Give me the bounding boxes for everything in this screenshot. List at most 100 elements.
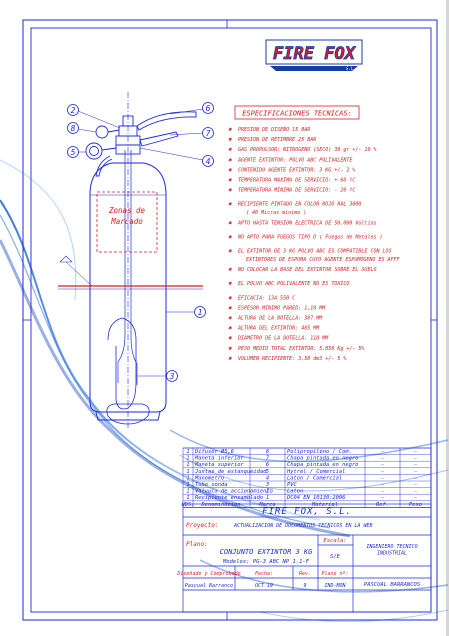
- svg-text:8: 8: [71, 124, 76, 133]
- spec-bullet-icon: ✱: [228, 345, 233, 352]
- firefox-logo: FIRE FOX S.L.: [265, 39, 363, 71]
- spec-item: EL EXTINTOR DE 3 KG POLVO ABC ES COMPATI…: [238, 249, 392, 255]
- extinguisher-drawing: [85, 92, 197, 430]
- spec-item: EXTINTORES DE ESPUMA CUYO AGENTE ESPUMOG…: [246, 257, 401, 263]
- bom-cell: 1: [186, 495, 189, 501]
- bom-cell: 1: [186, 482, 189, 488]
- callout-6: 6: [169, 102, 214, 115]
- bom-cell: 1: [186, 469, 189, 475]
- svg-text:2: 2: [71, 106, 76, 115]
- spec-bullet-icon: ✱: [228, 126, 233, 133]
- bom-cell: —: [380, 495, 385, 501]
- spec-bullet-icon: ✱: [228, 248, 233, 255]
- bom-cell: 1: [186, 456, 189, 462]
- spec-item: NO APTO PARA FUEGOS TIPO D ( Fuegos de M…: [237, 234, 383, 240]
- footer-value-rev: 9: [303, 583, 306, 589]
- bom-cell: —: [413, 489, 418, 495]
- spec-bullet-icon: ✱: [228, 325, 233, 332]
- spec-bullet-icon: ✱: [228, 266, 233, 273]
- spec-item: VOLUMEN RECIPIENTE: 3,50 dm3 +/- 5 %: [238, 356, 346, 362]
- bom-cell: —: [380, 475, 385, 481]
- spec-item: CONTENIDO AGENTE EXTINTOR: 3 KG +/- 2 %: [238, 167, 355, 173]
- bom-cell: 1: [186, 475, 189, 481]
- bom-header-cell: Denominacion: [201, 502, 241, 508]
- bom-cell: Laton: [287, 489, 303, 495]
- spec-bullet-icon: ✱: [228, 201, 233, 208]
- spec-bullet-icon: ✱: [228, 304, 233, 311]
- spec-bullet-icon: ✱: [228, 219, 233, 226]
- title-block-text: FIRE FOX, S.L. Proyecto: ACTUALIZACION D…: [176, 507, 420, 589]
- bom-cell: —: [380, 482, 385, 488]
- zone-label-line-1: Zonas de: [108, 206, 146, 215]
- bom-cell: 1: [186, 449, 189, 455]
- bom-cell: —: [413, 462, 418, 468]
- spec-item: PRESION DE RETIMBRE 25 BAR: [238, 137, 316, 143]
- bom-header-cell: UDS.: [182, 502, 195, 508]
- bom-header-cell: Ref.: [376, 502, 389, 508]
- spec-bullet-icon: ✱: [228, 233, 233, 240]
- bom-cell: Polipropileno / Com.: [287, 449, 352, 455]
- plano-model: Modelos: PG-3 ABC NP 1.1-F: [222, 559, 310, 565]
- footer-label-date: Fecha:: [255, 571, 273, 577]
- callout-2: 2: [67, 104, 121, 129]
- spec-bullet-icon: ✱: [228, 280, 233, 287]
- bom-cell: 3: [265, 482, 269, 488]
- bom-cell: 1: [266, 495, 269, 501]
- callouts: 2 8 5 6 7 4 1: [67, 102, 214, 382]
- bom-cell: —: [380, 462, 385, 468]
- bom-cell: 1: [186, 462, 189, 468]
- bom-cell: 6: [266, 462, 269, 468]
- svg-text:6: 6: [206, 104, 211, 113]
- bom-header-cell: Marca: [258, 502, 275, 508]
- spec-bullet-icon: ✱: [228, 146, 233, 153]
- bom-cell: 8: [266, 449, 269, 455]
- plano-title: CONJUNTO EXTINTOR 3 KG: [220, 548, 314, 556]
- spec-bullet-icon: ✱: [228, 187, 233, 194]
- callout-8: 8: [67, 122, 97, 134]
- svg-text:5: 5: [71, 148, 76, 157]
- bom-cell: 4: [266, 475, 269, 481]
- callout-5: 5: [67, 146, 86, 158]
- callout-4: 4: [139, 147, 214, 167]
- svg-text:7: 7: [206, 129, 211, 138]
- bom-cell: 1: [186, 489, 189, 495]
- bom-cell: —: [380, 456, 385, 462]
- plano-label: Plano:: [186, 541, 208, 548]
- bom-cell: 2: [266, 489, 269, 495]
- page-shadow: [446, 0, 449, 636]
- bom-cell: Tubo sonda: [195, 482, 227, 488]
- bom-cell: —: [413, 456, 418, 462]
- spec-item: EL POLVO ABC POLIVALENTE NO ES TOXICO: [238, 281, 349, 287]
- spec-bullet-icon: ✱: [228, 294, 233, 301]
- bom-cell: PVC: [287, 482, 297, 488]
- svg-text:1: 1: [198, 308, 203, 317]
- bom-cell: Maneta inferior: [194, 456, 244, 462]
- callout-3: 3: [137, 370, 178, 382]
- spec-bullet-icon: ✱: [228, 315, 233, 322]
- bom-cell: —: [380, 449, 385, 455]
- callout-1: 1: [166, 306, 206, 318]
- bom-cell: —: [380, 489, 385, 495]
- spec-item: APTO HASTA TENSION ELECTRICA DE 50.000 V…: [237, 220, 376, 226]
- cylinder-body: [89, 162, 167, 413]
- bom-cell: 5: [266, 469, 269, 475]
- spec-item: AGENTE EXTINTOR: POLVO ABC POLIVALENTE: [237, 157, 352, 163]
- bom-cell: DC04 EN 10130:2006: [286, 495, 345, 501]
- bom-cell: Hytrel / Comercial: [286, 469, 345, 475]
- bom-cell: —: [413, 495, 418, 501]
- footer-value-designer: Pascual Barranco: [185, 583, 233, 589]
- spec-item: GAS PROPULSOR: NITROGENO (SECO) 30 gr +/…: [238, 147, 376, 153]
- bom-cell: —: [413, 449, 418, 455]
- spec-item: ( 40 Micras minimo ): [246, 210, 306, 216]
- bom-cell: —: [413, 482, 418, 488]
- title-block: [182, 503, 432, 613]
- bom-cell: 7: [266, 456, 270, 462]
- bom-cell: Difusor Ø5,6: [194, 448, 234, 455]
- spec-bullet-icon: ✱: [228, 177, 233, 184]
- bom-cell: Valvula de accionamiento: [195, 489, 273, 495]
- siphon-tube: [117, 150, 138, 385]
- bom-cell: Recipiente ensamblado: [195, 495, 263, 501]
